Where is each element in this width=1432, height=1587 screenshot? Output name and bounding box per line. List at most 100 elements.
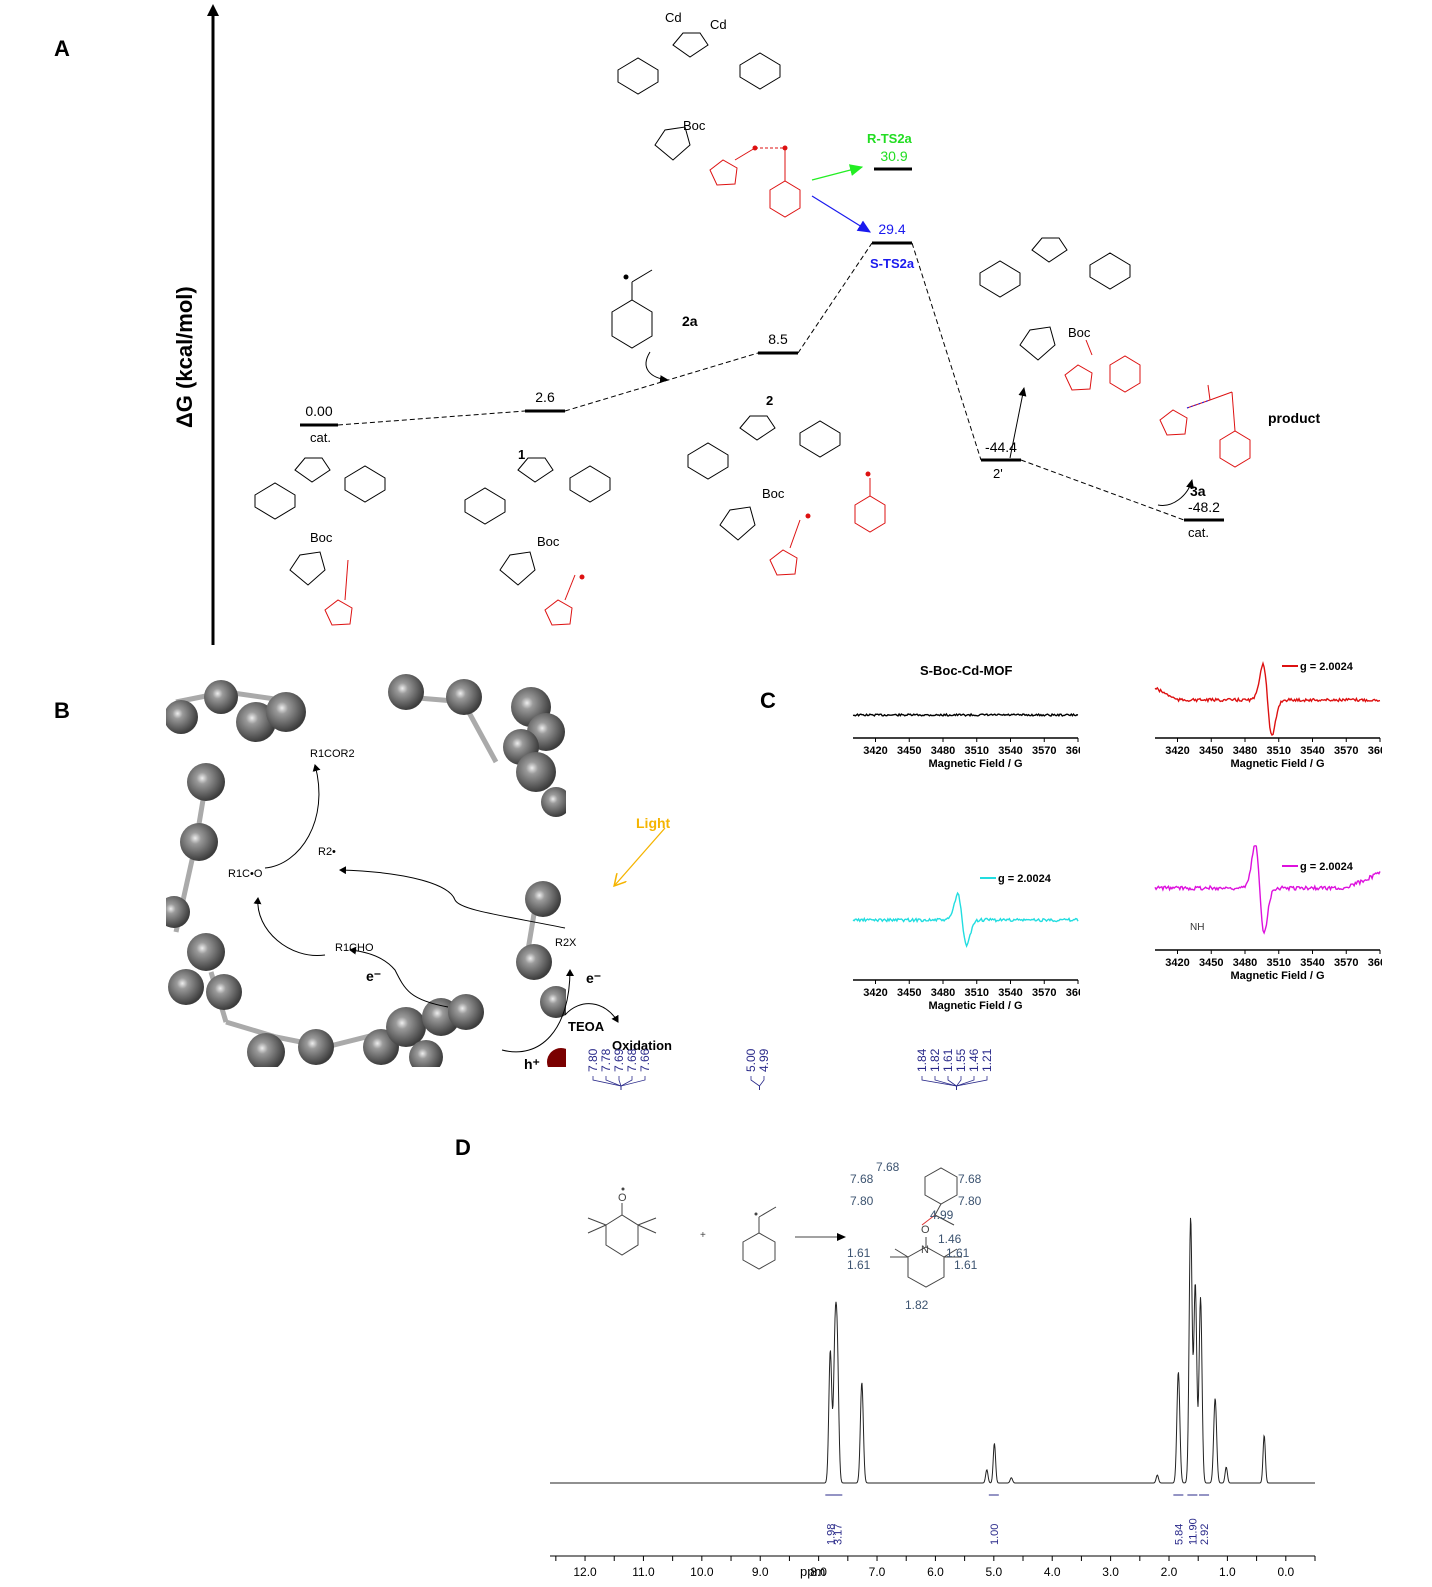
epr-tick-label: 3420 — [863, 745, 887, 757]
mof-pore-image — [166, 672, 566, 1067]
epr-tick-label: 3510 — [1267, 957, 1291, 969]
oxidation-label: Oxidation — [612, 1038, 672, 1053]
epr-plot-thienoyl: 3420345034803510354035703600Magnetic Fie… — [850, 820, 1080, 1018]
level-label-2prime: 2' — [993, 466, 1003, 481]
level-label-r-ts2a: R-TS2a — [867, 131, 912, 146]
structure-shift-label: 7.68 — [850, 1172, 874, 1186]
nmr-peak-label: 1.21 — [980, 1048, 994, 1072]
catalyst-structure-2 — [464, 457, 611, 586]
nmr-peak-label: 7.69 — [612, 1048, 626, 1072]
reagent-2a-label: 2a — [682, 313, 698, 329]
atom-cd-label-2: Cd — [710, 17, 727, 32]
arrow-aldehyde-to-acyl — [253, 897, 326, 957]
epr-tick-label: 3450 — [1199, 745, 1223, 757]
nmr-peak-label: 1.82 — [928, 1048, 942, 1072]
structure-shift-label: 7.68 — [958, 1172, 982, 1186]
atom-boc-label-2prime: Boc — [1068, 325, 1091, 340]
y-axis-label: ΔG (kcal/mol) — [172, 286, 197, 428]
nmr-tick-label: 6.0 — [927, 1565, 944, 1579]
nmr-peak-label: 7.80 — [586, 1048, 600, 1072]
reagent-2a-structure — [611, 269, 653, 349]
mechanism-arrows — [253, 764, 666, 1053]
product-3a-structure — [1159, 384, 1251, 468]
nmr-peak-label: 7.68 — [625, 1048, 639, 1072]
epr-tick-label: 3510 — [965, 987, 989, 999]
epr-tick-label: 3540 — [1300, 745, 1324, 757]
nmr-tick-label: 9.0 — [752, 1565, 769, 1579]
nmr-peak-label: 5.00 — [744, 1048, 758, 1072]
epr-tick-label: 3570 — [1032, 987, 1056, 999]
arrow-electron-to-aldehyde — [349, 946, 449, 1008]
acyl-radical-label: R1C•O — [228, 868, 263, 880]
structure-shift-label: 1.82 — [905, 1298, 929, 1312]
y-axis-label-wrap: ΔG (kcal/mol) — [155, 235, 215, 435]
nmr-integral-label: 3.17 — [832, 1524, 844, 1545]
svg-text:O: O — [618, 1192, 627, 1204]
r2x-label: R2X — [555, 937, 577, 949]
epr-tick-label: 3450 — [897, 987, 921, 999]
epr-trace-furoyl — [1154, 660, 1381, 736]
structure-shift-label: 1.46 — [938, 1232, 962, 1246]
level-value-2prime: -44.4 — [985, 439, 1017, 455]
ketone-label: R1COR2 — [310, 748, 355, 760]
intermediate-2prime-red — [1064, 339, 1141, 393]
benzyl-radical-structure — [742, 1206, 777, 1270]
nmr-tick-label: 10.0 — [690, 1565, 714, 1579]
acyl-radical-red-2 — [769, 478, 886, 576]
structure-shift-label: 7.80 — [850, 1194, 874, 1208]
atom-cd-label: Cd — [665, 10, 682, 25]
svg-text:+: + — [700, 1230, 706, 1241]
nmr-peak-label: 1.46 — [967, 1048, 981, 1072]
nmr-tick-label: 4.0 — [1044, 1565, 1061, 1579]
epr-x-label: Magnetic Field / G — [1230, 970, 1324, 982]
nmr-peak-label-connector — [759, 1076, 765, 1090]
aldehyde-red-1 — [324, 559, 353, 626]
mof-atoms — [166, 674, 566, 1067]
epr-tick-label: 3480 — [1233, 745, 1257, 757]
product-label: product — [1268, 410, 1321, 426]
nmr-peak-label-connector — [921, 1076, 957, 1090]
catalyst-structure-3 — [687, 415, 841, 541]
arrow-to-s-ts2a — [811, 195, 872, 233]
epr-tick-label: 3600 — [1368, 957, 1382, 969]
y-axis-arrow-icon — [207, 4, 219, 16]
svg-text:N: N — [921, 1244, 929, 1256]
product-3a-label: 3a — [1190, 483, 1206, 499]
nmr-peak-label: 7.66 — [638, 1048, 652, 1072]
structure-shift-label: 1.61 — [954, 1258, 978, 1272]
nmr-peak-label-connector — [956, 1076, 962, 1090]
nmr-tick-label: 11.0 — [632, 1565, 655, 1579]
epr-legend-label: g = 2.0024 — [1300, 861, 1354, 873]
nmr-tick-label: 3.0 — [1102, 1565, 1119, 1579]
epr-tick-label: 3480 — [931, 745, 955, 757]
nmr-peak-label-connector — [956, 1076, 988, 1090]
level-label-cat-end: cat. — [1188, 525, 1209, 540]
nmr-tick-label: 7.0 — [869, 1565, 886, 1579]
svg-text:O: O — [921, 1224, 930, 1236]
nmr-peak-label: 1.84 — [915, 1048, 929, 1072]
epr-plot-anilino: 3420345034803510354035703600Magnetic Fie… — [1152, 800, 1382, 988]
profile-connectors — [337, 242, 1185, 521]
level-label-1: 1 — [518, 447, 526, 462]
hole-label: h⁺ — [524, 1056, 540, 1072]
catalyst-structure-1 — [254, 457, 386, 586]
nmr-x-axis-label: ppm — [800, 1564, 826, 1579]
nmr-peak-label-connector — [947, 1076, 957, 1090]
epr-tick-label: 3480 — [931, 987, 955, 999]
adduct-structure — [890, 1167, 962, 1288]
epr-tick-label: 3420 — [1165, 957, 1189, 969]
epr-tick-label: 3600 — [1368, 745, 1382, 757]
level-value-2: 8.5 — [768, 331, 788, 347]
light-label: Light — [636, 815, 671, 831]
nmr-tick-label: 0.0 — [1277, 1565, 1294, 1579]
up-arrow-2prime — [1009, 387, 1027, 459]
nmr-tick-label: 8.0 — [810, 1565, 827, 1579]
nmr-peak-label-connector — [620, 1076, 633, 1090]
energy-profile — [207, 4, 1251, 645]
release-arrow — [1157, 479, 1194, 506]
nmr-integral-label: 11.90 — [1187, 1518, 1199, 1545]
level-value-r-ts2a: 30.9 — [880, 148, 908, 164]
epr-tick-label: 3600 — [1066, 987, 1080, 999]
epr-plot-blank: 3420345034803510354035703600Magnetic Fie… — [850, 663, 1080, 776]
arrow-teoa-oxidation — [564, 1003, 619, 1023]
